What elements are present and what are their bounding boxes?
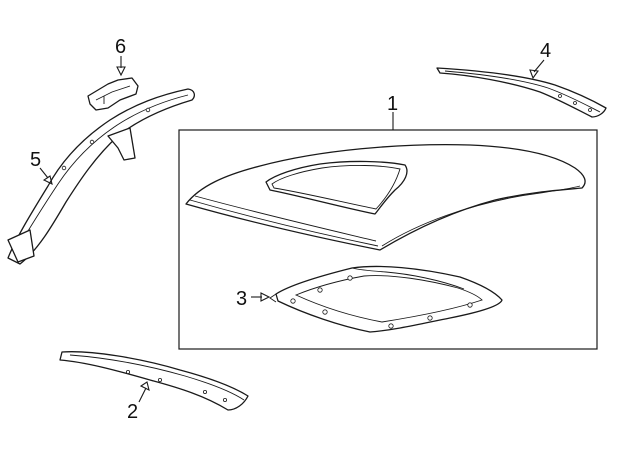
side-rail-icon (7, 88, 195, 265)
front-header-icon (59, 351, 249, 411)
callout-2: 2 (127, 401, 138, 423)
bracket-icon (87, 77, 139, 111)
callout-4: 4 (540, 40, 551, 62)
callout-1: 1 (387, 93, 398, 115)
sunroof-frame-icon (269, 265, 503, 333)
rear-header-icon (436, 67, 607, 118)
callout-6: 6 (115, 36, 126, 58)
roof-panel-icon (185, 144, 586, 251)
callout-3: 3 (236, 288, 247, 310)
callout-5: 5 (30, 149, 41, 171)
leader-lines (39, 56, 545, 403)
group-box (178, 129, 598, 350)
